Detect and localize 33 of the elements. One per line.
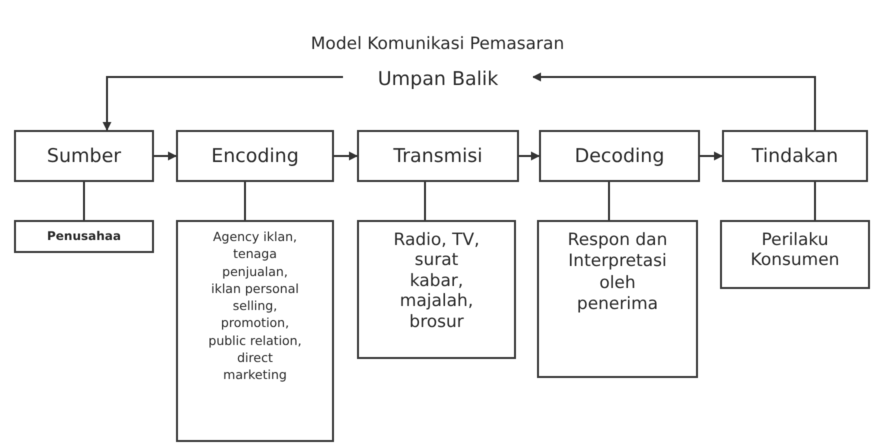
box-text: Radio, TV, surat kabar, majalah, brosur: [392, 230, 480, 332]
box-text: Penusahaa: [47, 229, 121, 244]
text-box: [176, 220, 334, 442]
text-box: [537, 220, 698, 378]
diagram-title: Model Komunikasi Pemasaran: [310, 34, 566, 54]
box-text: Respon dan Interpretasi oleh penerima: [566, 230, 668, 315]
text-box: [176, 130, 334, 182]
box-text: Perilaku Konsumen: [750, 230, 840, 271]
connector-line: [608, 182, 610, 220]
text-box: [14, 130, 154, 182]
text-box: [720, 220, 870, 289]
connector-line: [814, 182, 816, 220]
box-text: Encoding: [211, 144, 299, 168]
connector-line: [244, 182, 246, 220]
connector-line: [83, 182, 85, 220]
arrow: [532, 72, 816, 130]
text-box: [357, 130, 519, 182]
feedback-label: Umpan Balik: [378, 68, 498, 90]
connector-line: [424, 182, 426, 220]
arrow: [700, 152, 723, 160]
text-box: [14, 220, 154, 253]
box-text: Decoding: [574, 144, 664, 168]
arrow: [102, 76, 343, 131]
text-box: [357, 220, 516, 359]
box-text: Agency iklan, tenaga penjualan, iklan personal selling, promotion, public relation, direct marketing: [207, 228, 303, 384]
arrow: [519, 152, 540, 160]
box-text: Transmisi: [393, 144, 483, 168]
text-box: [539, 130, 700, 182]
box-text: Sumber: [46, 144, 122, 168]
arrow: [154, 152, 177, 160]
text-box: [722, 130, 868, 182]
arrow: [334, 152, 358, 160]
box-text: Tindakan: [752, 144, 838, 168]
